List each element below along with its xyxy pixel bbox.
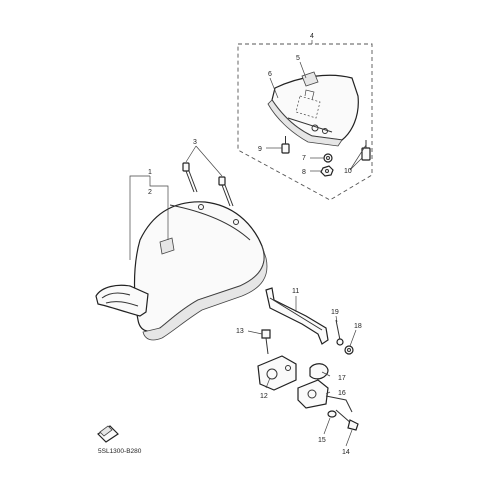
callout-3: 3 (193, 139, 197, 146)
callout-19: 19 (331, 309, 339, 316)
washer-18 (344, 345, 354, 355)
callout-15: 15 (318, 437, 326, 444)
callout-2: 2 (148, 189, 152, 196)
callout-6: 6 (268, 71, 272, 78)
seat-lock-12 (257, 355, 297, 391)
callout-7: 7 (302, 155, 306, 162)
tail-light-assembly (267, 74, 359, 147)
callout-17: 17 (338, 375, 346, 382)
nut-8 (320, 165, 334, 177)
callout-8: 8 (302, 169, 306, 176)
bolt-13 (261, 329, 271, 355)
bracket-11 (265, 287, 329, 345)
lock-16 (297, 379, 353, 413)
bolt-3-left (182, 162, 198, 193)
label-plate-5 (301, 71, 319, 87)
bolt-9 (281, 136, 290, 154)
callout-14: 14 (342, 449, 350, 456)
callout-1: 1 (148, 169, 152, 176)
callout-5: 5 (296, 55, 300, 62)
callout-16: 16 (338, 390, 346, 397)
washer-7 (323, 153, 333, 163)
callout-4: 4 (310, 33, 314, 40)
callout-12: 12 (260, 393, 268, 400)
pin-19 (335, 319, 344, 346)
callout-18: 18 (354, 323, 362, 330)
washer-15 (327, 410, 337, 418)
connector-10 (361, 140, 371, 161)
callout-10: 10 (344, 168, 352, 175)
seat-1 (95, 201, 268, 341)
assembly-4-dashed-box (237, 43, 373, 201)
diagram-code: 5SL1300-B280 (98, 448, 142, 455)
callout-9: 9 (258, 146, 262, 153)
callout-13: 13 (236, 328, 244, 335)
bolt-3-right (218, 176, 234, 207)
bolt-14 (335, 409, 359, 431)
callout-11: 11 (292, 288, 299, 295)
cable-end-17 (309, 363, 329, 380)
manual-icon (97, 425, 119, 443)
